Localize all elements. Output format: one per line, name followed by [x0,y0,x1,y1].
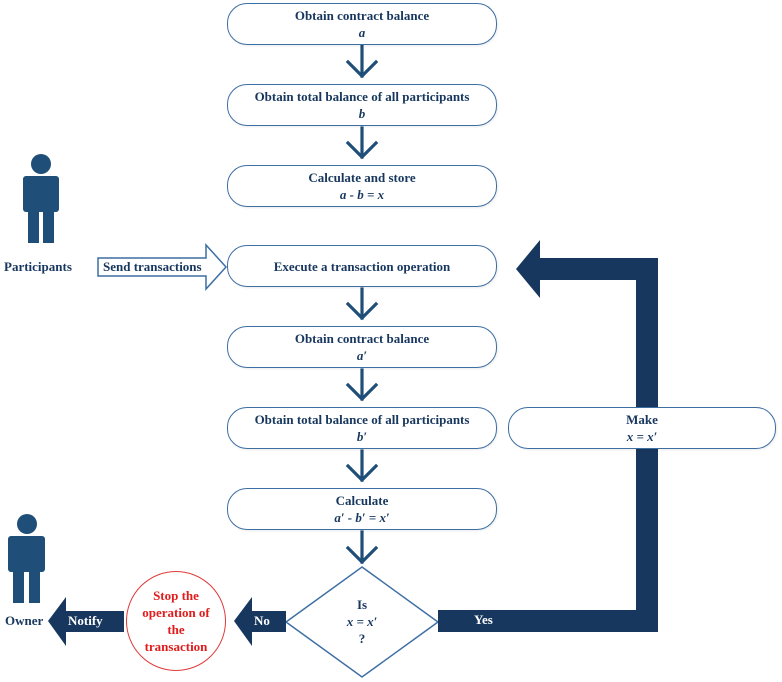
stop-line-2: operation of [142,605,210,620]
participants-label: Participants [4,259,72,274]
step-title: Calculate [335,493,389,508]
step-title: Obtain total balance of all participants [254,89,470,104]
step-title: Execute a transaction operation [273,258,451,274]
step-obtain-total-balance: Obtain total balance of all participants… [227,84,497,126]
step-subtitle: b′ [356,429,368,444]
step-subtitle: b [358,106,366,121]
make-title: Make [626,412,658,427]
stop-line-4: transaction [144,639,208,654]
step-title: Calculate and store [308,170,416,185]
notify-arrow [48,597,124,646]
notify-label: Notify [68,613,103,628]
step-calculate-and-store: Calculate and store a - b = x [227,165,497,207]
stop-transaction-circle: Stop the operation of the transaction [126,571,226,671]
yes-label: Yes [474,612,493,627]
step-title: Obtain total balance of all participants [254,412,470,427]
owner-label: Owner [5,613,44,628]
stop-line-3: the [167,622,185,637]
participant-person-icon [23,154,59,243]
step-obtain-total-balance-2: Obtain total balance of all participants… [227,407,497,449]
step-subtitle: a - b = x [339,187,385,202]
step-subtitle: a′ [356,348,368,363]
no-label: No [254,613,270,628]
make-box: Make x = x′ [508,407,776,449]
owner-person-icon [8,514,45,603]
no-arrow [234,597,286,646]
step-obtain-contract-balance: Obtain contract balance a [227,3,497,45]
send-transactions-label: Send transactions [103,259,202,274]
step-subtitle: a′ - b′ = x′ [334,510,390,525]
step-title: Obtain contract balance [294,331,430,346]
chevron-arrow-4 [345,368,379,402]
chevron-arrow-1 [345,44,379,79]
decision-diamond [284,566,440,678]
stop-line-1: Stop the [153,588,199,603]
decision-line-3: ? [358,631,366,646]
chevron-arrow-2 [345,126,379,160]
chevron-arrow-5 [345,449,379,483]
step-subtitle: a [358,25,366,40]
decision-text: Is x = x′ ? [312,596,412,647]
step-execute-transaction: Execute a transaction operation [227,245,497,287]
decision-line-2: x = x′ [346,614,378,629]
chevron-arrow-3 [345,287,379,321]
decision-line-1: Is [356,597,368,612]
chevron-arrow-6 [345,530,379,565]
step-title: Obtain contract balance [294,8,430,23]
step-obtain-contract-balance-2: Obtain contract balance a′ [227,326,497,368]
send-transactions-arrow [97,243,228,291]
step-calculate: Calculate a′ - b′ = x′ [227,488,497,530]
make-subtitle: x = x′ [626,429,658,444]
